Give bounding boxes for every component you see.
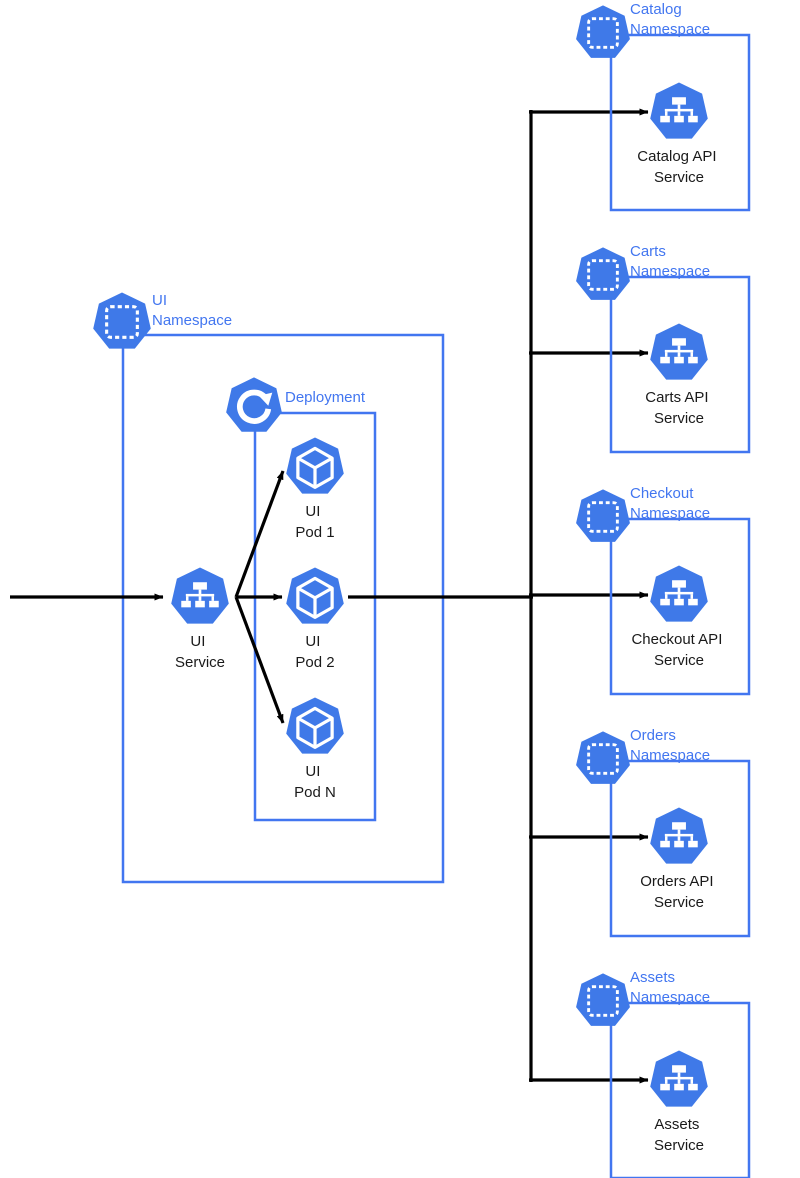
orders-namespace-label: Orders Namespace (630, 727, 710, 764)
carts-namespace-group[interactable]: Carts Namespace Carts API Service (574, 243, 751, 454)
checkout-api-service-label: Checkout API Service (631, 631, 726, 669)
ui-connections (10, 470, 533, 724)
carts-namespace-label: Carts Namespace (630, 243, 710, 280)
checkout-namespace-label: Checkout Namespace (630, 485, 710, 522)
catalog-namespace-group[interactable]: Catalog Namespace Catalog API Service (574, 1, 751, 212)
service-icon (650, 82, 708, 139)
service-icon (650, 1050, 708, 1107)
namespace-icon (574, 487, 632, 544)
catalog-namespace-label: Catalog Namespace (630, 1, 710, 38)
arrow-service-to-podn (234, 596, 285, 724)
ui-service-label: UI Service (175, 633, 225, 671)
ui-pod-2-node[interactable]: UI Pod 2 (284, 565, 346, 671)
assets-namespace-label: Assets Namespace (630, 969, 710, 1006)
pod-icon (284, 695, 346, 756)
carts-api-service-label: Carts API Service (645, 389, 713, 427)
ui-pod-n-label: UI Pod N (294, 763, 336, 801)
namespace-icon (574, 3, 632, 60)
ui-pod-1-node[interactable]: UI Pod 1 (284, 435, 346, 541)
catalog-namespace-box (609, 33, 751, 212)
namespace-icon (574, 729, 632, 786)
ui-pod-1-label: UI Pod 1 (295, 503, 334, 541)
deployment-group[interactable]: Deployment (226, 377, 377, 822)
assets-namespace-group[interactable]: Assets Namespace Assets Service (574, 969, 751, 1178)
namespace-icon (91, 290, 153, 351)
orders-namespace-group[interactable]: Orders Namespace Orders API Service (574, 727, 751, 938)
namespace-icon (574, 971, 632, 1028)
ui-namespace-group[interactable]: UI Namespace (91, 290, 445, 884)
ui-pod-2-label: UI Pod 2 (295, 633, 334, 671)
pod-icon (284, 565, 346, 626)
pod-icon (284, 435, 346, 496)
ui-service-node[interactable]: UI Service (171, 567, 229, 671)
checkout-namespace-group[interactable]: Checkout Namespace Checkout API Service (574, 485, 751, 696)
deployment-box (253, 411, 377, 822)
ui-pod-n-node[interactable]: UI Pod N (284, 695, 346, 801)
service-icon (650, 323, 708, 380)
catalog-api-service-label: Catalog API Service (637, 148, 720, 186)
orders-namespace-box (609, 759, 751, 938)
service-icon (650, 807, 708, 864)
deployment-label: Deployment (285, 389, 366, 406)
service-fanout-connections (529, 108, 649, 1084)
carts-namespace-box (609, 275, 751, 454)
arrow-service-to-pod1 (234, 470, 285, 598)
namespace-icon (574, 245, 632, 302)
checkout-namespace-box (609, 517, 751, 696)
assets-service-label: Assets Service (654, 1116, 704, 1154)
assets-namespace-box (609, 1001, 751, 1178)
service-icon (650, 565, 708, 622)
ui-namespace-label: UI Namespace (152, 292, 232, 329)
orders-api-service-label: Orders API Service (640, 873, 718, 911)
deployment-icon (226, 377, 282, 431)
ui-namespace-box (121, 333, 445, 884)
service-icon (171, 567, 229, 624)
